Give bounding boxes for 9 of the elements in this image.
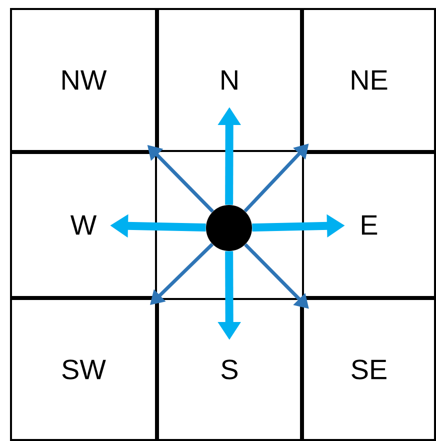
grid-cell: SW (10, 298, 157, 441)
grid-cell: S (157, 298, 302, 441)
grid-cell: NE (302, 8, 436, 152)
grid-cell: E (302, 152, 436, 298)
grid-cell: NW (10, 8, 157, 152)
grid-cell: W (10, 152, 157, 298)
grid-cell: N (157, 8, 302, 152)
center-dot (206, 205, 252, 251)
grid-cell: SE (302, 298, 436, 441)
